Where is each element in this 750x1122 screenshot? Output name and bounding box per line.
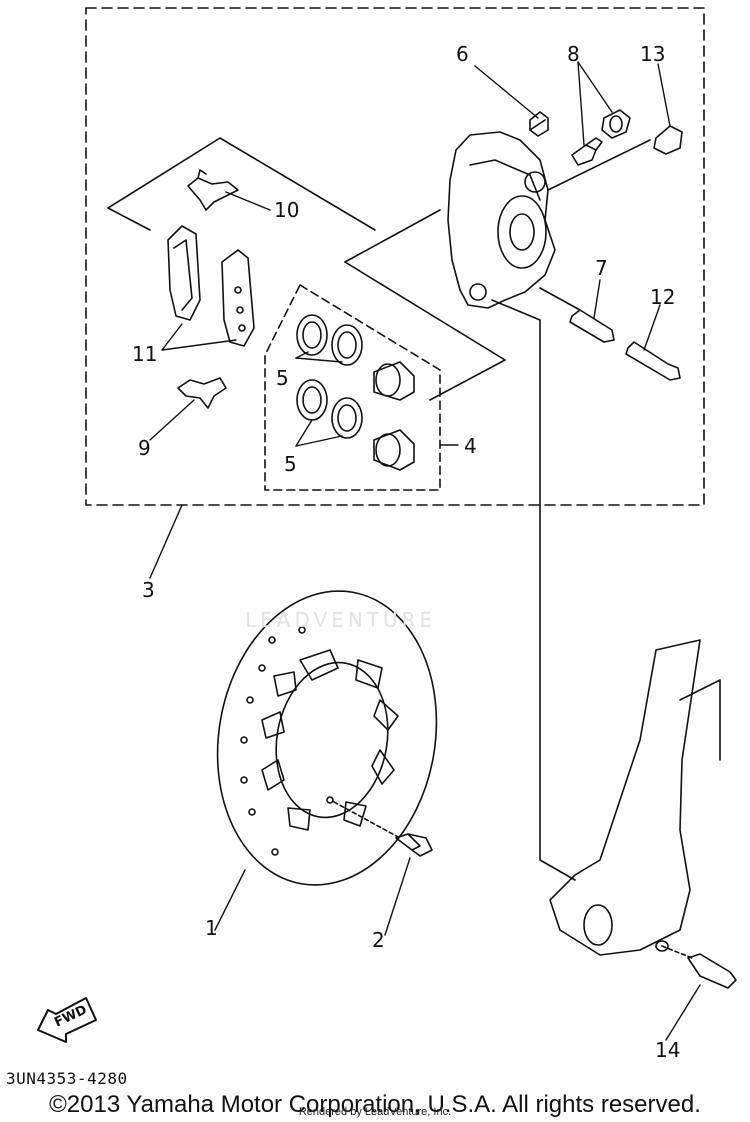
caliper-body — [447, 131, 556, 309]
piston-seals-lower — [296, 379, 363, 439]
bleed-screw-cap — [601, 109, 631, 139]
brake-pad-inner — [167, 225, 201, 321]
pistons — [373, 361, 415, 471]
pad-spring-bottom — [177, 377, 227, 409]
pad-spring-top — [187, 169, 239, 211]
cap-13 — [653, 125, 683, 155]
watermark-text: LEADVENTURE — [245, 608, 437, 632]
diagram-part-number: 3UN4353-4280 — [6, 1069, 128, 1088]
callout-4: 4 — [464, 434, 477, 458]
callout-3: 3 — [142, 578, 155, 602]
callout-12: 12 — [650, 285, 676, 309]
axle-bolt — [661, 945, 737, 989]
callout-7: 7 — [595, 256, 608, 280]
alignment-lines — [491, 139, 651, 881]
callout-1: 1 — [205, 916, 218, 940]
disc-bolt — [333, 801, 433, 857]
brake-disc — [216, 590, 438, 886]
callout-11: 11 — [132, 342, 158, 366]
callout-13: 13 — [640, 42, 666, 66]
callout-10: 10 — [274, 198, 300, 222]
callout-14: 14 — [655, 1038, 681, 1062]
copyright-notice: ©2013 Yamaha Motor Corporation, U.S.A. A… — [49, 1091, 701, 1118]
fork-leg — [549, 639, 721, 956]
leader-lines — [149, 61, 701, 1041]
caliper-bolt — [625, 341, 681, 381]
bleed-screw — [571, 137, 603, 166]
pad-group-guide-lines — [107, 137, 376, 231]
seal-kit-boundary — [264, 284, 441, 491]
callout-5-upper: 5 — [276, 366, 289, 390]
callout-9: 9 — [138, 436, 151, 460]
caliper-assembly-boundary — [85, 7, 705, 506]
brake-pad-outer — [221, 249, 255, 347]
fwd-arrow-icon — [37, 997, 97, 1043]
rendered-by-note: Rendered by LeadVenture, Inc. — [298, 1106, 452, 1118]
piston-seals-upper — [296, 314, 363, 366]
callout-8: 8 — [567, 42, 580, 66]
caliper-pin — [569, 309, 615, 343]
callout-6: 6 — [456, 42, 469, 66]
callout-5-lower: 5 — [284, 452, 297, 476]
callout-2: 2 — [372, 928, 385, 952]
